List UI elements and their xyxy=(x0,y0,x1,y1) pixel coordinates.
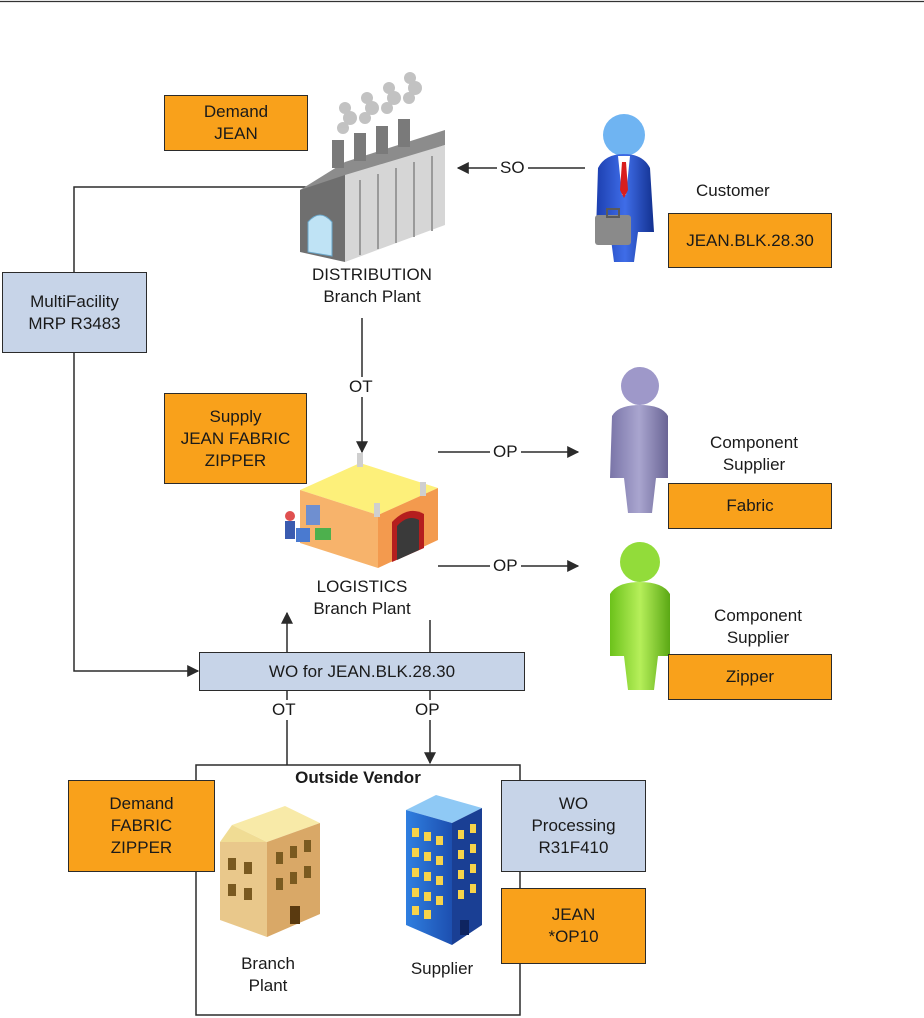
label-line: Branch Plant xyxy=(313,599,411,618)
supply-box: Supply JEAN FABRIC ZIPPER xyxy=(164,393,307,484)
label-line: LOGISTICS xyxy=(316,577,408,596)
box-line: JEAN FABRIC xyxy=(180,428,291,448)
box-line: ZIPPER xyxy=(204,450,267,470)
label-line: Supplier xyxy=(722,455,786,474)
component-supplier-label-2: Component Supplier xyxy=(694,605,822,649)
supplier-label: Supplier xyxy=(410,959,474,978)
box-line: Fabric xyxy=(726,496,774,515)
box-line: MultiFacility xyxy=(30,291,119,311)
label-line: Supplier xyxy=(726,628,790,647)
box-line: Processing xyxy=(531,816,616,835)
box-line: JEAN xyxy=(551,905,596,924)
supplier-person-green-icon xyxy=(610,542,670,690)
supplier-building-icon xyxy=(406,795,482,945)
box-line: Zipper xyxy=(725,667,775,686)
ot-edge-label-bottom: OT xyxy=(269,700,299,720)
label-line: Plant xyxy=(248,976,288,995)
customer-item-box: JEAN.BLK.28.30 xyxy=(668,213,832,268)
box-line: JEAN.BLK.28.30 xyxy=(686,230,814,250)
logistics-label: LOGISTICS Branch Plant xyxy=(282,576,442,620)
branch-plant-building-icon xyxy=(220,806,320,937)
label-line: DISTRIBUTION xyxy=(312,265,432,284)
box-line: WO for JEAN.BLK.28.30 xyxy=(268,661,456,681)
branch-plant-label: Branch Plant xyxy=(218,953,318,997)
label-line: Component xyxy=(714,606,802,625)
demand-fabric-box: Demand FABRIC ZIPPER xyxy=(68,780,215,872)
wo-processing-box: WO Processing R31F410 xyxy=(501,780,646,872)
mrp-link-bottom xyxy=(73,353,200,677)
box-line: Supply xyxy=(209,406,262,426)
box-line: ZIPPER xyxy=(110,838,173,857)
wo-box: WO for JEAN.BLK.28.30 xyxy=(199,652,525,691)
ot-edge-label-top: OT xyxy=(346,377,376,397)
warehouse-icon xyxy=(285,453,438,568)
customer-label: Customer xyxy=(696,181,770,200)
distribution-label: DISTRIBUTION Branch Plant xyxy=(292,264,452,308)
label-line: Branch xyxy=(241,954,295,973)
box-line: MRP R3483 xyxy=(28,313,121,333)
op-edge-label-bottom: OP xyxy=(412,700,443,720)
supplier-person-purple-icon xyxy=(610,367,668,513)
factory-icon xyxy=(300,72,445,262)
box-line: Demand xyxy=(109,794,174,813)
mrp-link-top xyxy=(73,186,310,272)
mrp-box: MultiFacility MRP R3483 xyxy=(2,272,147,353)
box-line: FABRIC xyxy=(110,816,173,835)
box-line: *OP10 xyxy=(548,927,599,946)
box-line: R31F410 xyxy=(538,838,609,857)
customer-person-icon xyxy=(595,114,654,262)
op-edge-label-zipper: OP xyxy=(490,556,521,576)
component-supplier-label-1: Component Supplier xyxy=(690,432,818,476)
box-line: JEAN xyxy=(214,124,258,143)
jean-op-box: JEAN *OP10 xyxy=(501,888,646,964)
fabric-box: Fabric xyxy=(668,483,832,529)
box-line: WO xyxy=(558,794,589,813)
box-line: Demand xyxy=(203,102,269,121)
label-line: Component xyxy=(710,433,798,452)
outside-vendor-label: Outside Vendor xyxy=(295,768,421,787)
label-line: Branch Plant xyxy=(323,287,421,306)
op-edge-label-fabric: OP xyxy=(490,442,521,462)
demand-jean-box: Demand JEAN xyxy=(164,95,308,151)
so-edge-label: SO xyxy=(497,158,528,178)
zipper-box: Zipper xyxy=(668,654,832,700)
